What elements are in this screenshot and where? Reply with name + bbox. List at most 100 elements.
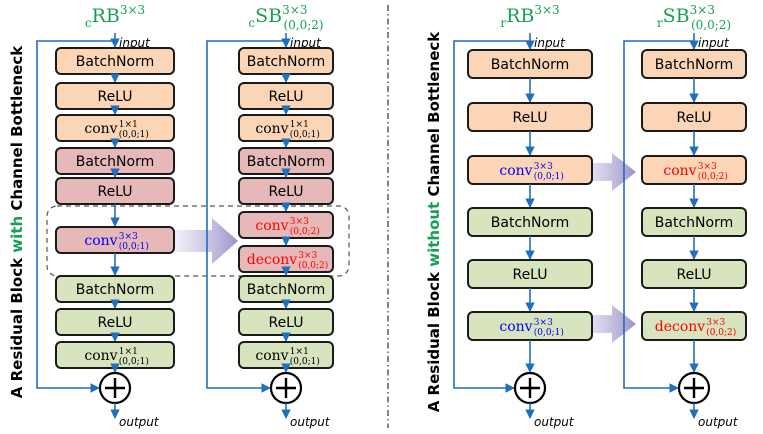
column-title: rSB3×3(0,0;2) (657, 3, 731, 32)
title-base: RB (92, 5, 120, 27)
layer-superscript: 3×3 (290, 217, 309, 227)
addition-node (677, 371, 711, 405)
title-base: RB (506, 5, 534, 27)
title-prefix: r (657, 16, 663, 30)
layer-subscript: (0,0;1) (119, 356, 149, 367)
layer-block: BatchNorm (641, 207, 747, 237)
layer-label: conv (255, 218, 288, 234)
layer-block: ReLU (641, 102, 747, 132)
left-side-title-post: Channel Bottleneck (8, 45, 26, 216)
layer-block: ReLU (467, 102, 593, 132)
title-superscript: 3×3 (690, 3, 715, 17)
layer-label: conv (499, 163, 532, 179)
layer-label: conv (84, 348, 117, 364)
addition-node (269, 371, 303, 405)
layer-block: BatchNorm (467, 49, 593, 79)
layer-block: BatchNorm (238, 147, 334, 175)
layer-label: conv (255, 121, 288, 137)
layer-label: BatchNorm (655, 57, 733, 73)
layer-label: BatchNorm (247, 154, 325, 170)
layer-label: BatchNorm (76, 154, 154, 170)
layer-label: ReLU (97, 184, 132, 200)
layer-subscript: (0,0;1) (290, 356, 320, 367)
layer-superscript: 3×3 (119, 232, 138, 242)
left-side-title-keyword: with (8, 216, 26, 253)
layer-block: ReLU (467, 259, 593, 289)
layer-label: ReLU (268, 315, 303, 331)
bottleneck-group-box (46, 205, 350, 277)
output-label: output (290, 415, 331, 429)
layer-block: ReLU (641, 259, 747, 289)
transfer-arrow-conv (567, 153, 636, 191)
title-superscript: 3×3 (282, 3, 307, 17)
layer-label: ReLU (268, 89, 303, 105)
left-panel-side-title: A Residual Block with Channel Bottleneck (8, 45, 26, 398)
input-label: input (534, 36, 566, 50)
title-prefix: r (500, 16, 506, 30)
layer-superscript: 3×3 (298, 251, 317, 261)
layer-label: BatchNorm (491, 215, 569, 231)
layer-subscript: (0,0;2) (290, 226, 320, 237)
transfer-arrow-deconv (567, 305, 636, 343)
layer-block: BatchNorm (641, 49, 747, 79)
layer-subscript: (0,0;2) (706, 327, 736, 338)
layer-superscript: 3×3 (698, 162, 717, 172)
input-label: input (290, 36, 322, 50)
layer-subscript: (0,0;1) (534, 327, 564, 338)
layer-label: ReLU (512, 267, 547, 283)
layer-block: ReLU (55, 177, 175, 205)
column-title: cSB3×3(0,0;2) (248, 3, 323, 32)
layer-label: ReLU (97, 89, 132, 105)
output-label: output (534, 415, 575, 429)
layer-label: ReLU (97, 315, 132, 331)
column-title: rRB3×3 (500, 3, 559, 30)
title-prefix: c (85, 16, 92, 30)
layer-label: conv (84, 233, 117, 249)
output-label: output (119, 415, 160, 429)
skip-connection (206, 40, 286, 393)
transfer-arrow-bottleneck (163, 218, 238, 264)
column-title: cRB3×3 (85, 3, 145, 30)
layer-label: BatchNorm (247, 54, 325, 70)
layer-block: BatchNorm (55, 47, 175, 75)
skip-connection (453, 40, 530, 393)
title-base: SB (663, 5, 690, 27)
layer-subscript: (0,0;1) (119, 129, 149, 140)
layer-block: ReLU (238, 308, 334, 336)
layer-label: ReLU (512, 110, 547, 126)
layer-label: conv (84, 121, 117, 137)
layer-superscript: 3×3 (534, 318, 553, 328)
layer-label: ReLU (268, 184, 303, 200)
title-superscript: 3×3 (534, 3, 559, 17)
title-subscript: (0,0;2) (691, 18, 731, 32)
skip-connection (36, 40, 115, 393)
layer-block: ReLU (55, 82, 175, 110)
layer-label: conv (663, 163, 696, 179)
layer-superscript: 3×3 (706, 318, 725, 328)
layer-block: ReLU (55, 308, 175, 336)
layer-subscript: (0,0;1) (119, 241, 149, 252)
layer-superscript: 1×1 (119, 347, 138, 357)
title-prefix: c (248, 16, 255, 30)
layer-block: BatchNorm (467, 207, 593, 237)
layer-label: BatchNorm (76, 54, 154, 70)
layer-superscript: 3×3 (534, 162, 553, 172)
right-panel-side-title: A Residual Block without Channel Bottlen… (425, 31, 443, 413)
layer-subscript: (0,0;2) (698, 171, 728, 182)
layer-label: conv (499, 319, 532, 335)
layer-superscript: 1×1 (290, 120, 309, 130)
output-label: output (698, 415, 739, 429)
layer-block: BatchNorm (238, 275, 334, 303)
title-base: SB (255, 5, 282, 27)
